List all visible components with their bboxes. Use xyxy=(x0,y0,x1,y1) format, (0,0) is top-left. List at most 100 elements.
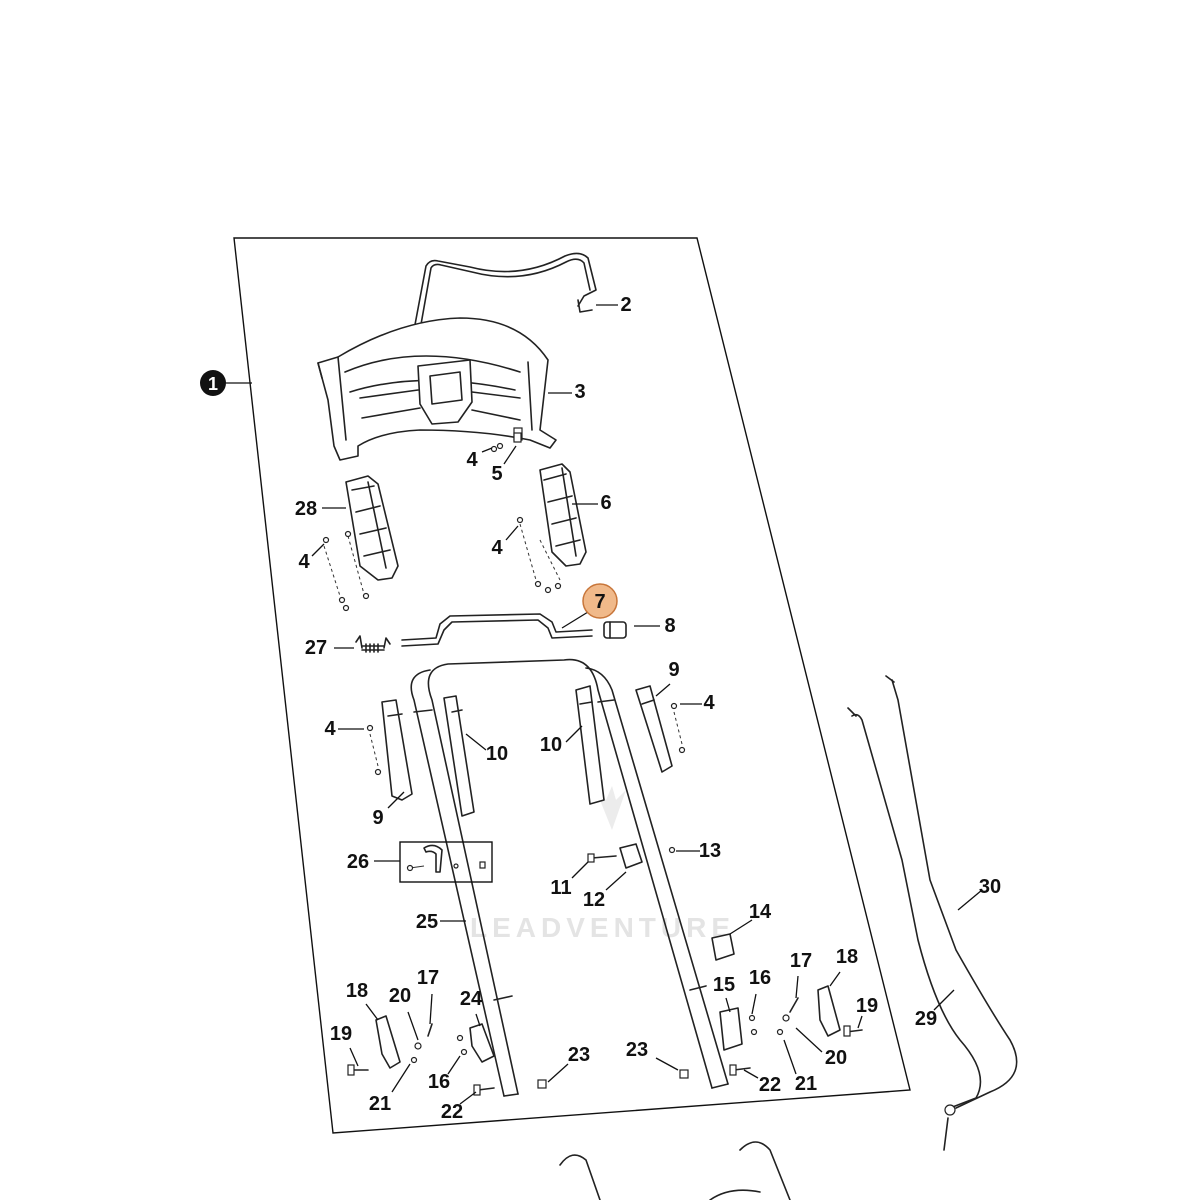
callout-c21a[interactable]: 21 xyxy=(369,1063,411,1115)
left-bracket[interactable] xyxy=(345,475,399,581)
cross-bar[interactable] xyxy=(401,613,593,647)
callout-c7[interactable]: 7 xyxy=(561,583,618,629)
callout-c21b[interactable]: 21 xyxy=(783,1039,817,1095)
callout-label: 11 xyxy=(550,877,571,899)
cables[interactable] xyxy=(847,675,1018,1151)
watermark: LEADVENTURE xyxy=(470,786,735,943)
callout-c29[interactable]: 29 xyxy=(915,989,955,1030)
callout-label: 30 xyxy=(979,876,1001,898)
callout-c13[interactable]: 13 xyxy=(676,840,721,862)
callout-label: 14 xyxy=(749,901,772,923)
right-clamp-pair[interactable] xyxy=(575,685,673,805)
lower-handle[interactable] xyxy=(410,658,729,1097)
bolt-block[interactable] xyxy=(587,843,676,869)
callout-c9a[interactable]: 9 xyxy=(655,659,680,697)
assembly-badge[interactable]: 1 xyxy=(200,370,252,396)
callout-c12[interactable]: 12 xyxy=(583,871,627,911)
callout-label: 17 xyxy=(790,950,812,972)
callout-leader xyxy=(407,1011,419,1041)
detail-box[interactable] xyxy=(399,841,493,883)
callout-c19b[interactable]: 19 xyxy=(856,995,878,1029)
callout-label: 27 xyxy=(305,637,327,659)
control-bail[interactable] xyxy=(413,252,597,331)
deck-partial xyxy=(559,1141,791,1200)
callout-c4a[interactable]: 4 xyxy=(466,447,493,471)
callout-c4e[interactable]: 4 xyxy=(324,718,364,740)
callout-label: 18 xyxy=(346,980,368,1002)
callout-c19a[interactable]: 19 xyxy=(330,1023,359,1067)
callout-c18a[interactable]: 18 xyxy=(346,980,379,1021)
spring[interactable] xyxy=(355,635,391,653)
callout-label: 6 xyxy=(600,492,611,514)
callout-c23b[interactable]: 23 xyxy=(626,1039,679,1071)
callout-c30[interactable]: 30 xyxy=(957,876,1001,911)
callout-c26[interactable]: 26 xyxy=(347,851,400,873)
callout-c14[interactable]: 14 xyxy=(729,901,772,935)
callout-label: 16 xyxy=(749,967,771,989)
assembly-badge-label: 1 xyxy=(208,374,218,394)
left-lower-hardware[interactable] xyxy=(347,1015,547,1096)
callout-leader xyxy=(505,525,519,541)
highlight-ring xyxy=(582,583,618,619)
callout-c4d[interactable]: 4 xyxy=(680,692,715,714)
callout-c17a[interactable]: 17 xyxy=(417,967,439,1025)
callout-leader xyxy=(933,989,955,1011)
callout-c11[interactable]: 11 xyxy=(550,861,589,899)
callout-c23a[interactable]: 23 xyxy=(547,1044,590,1083)
callout-c24[interactable]: 24 xyxy=(460,988,483,1027)
callout-c16a[interactable]: 16 xyxy=(749,967,771,1015)
callout-leader xyxy=(605,871,627,891)
callout-c18b[interactable]: 18 xyxy=(829,946,858,987)
callout-c28[interactable]: 28 xyxy=(295,498,346,520)
callout-leader xyxy=(391,1063,411,1093)
callout-leader xyxy=(729,919,753,935)
callout-label: 16 xyxy=(428,1071,450,1093)
callout-c3[interactable]: 3 xyxy=(548,381,586,403)
callout-leader xyxy=(349,1047,359,1067)
right-bracket[interactable] xyxy=(539,463,587,567)
callout-leader xyxy=(857,1015,863,1029)
callout-c4b[interactable]: 4 xyxy=(298,543,325,573)
callout-c17b[interactable]: 17 xyxy=(790,950,812,999)
callout-c8[interactable]: 8 xyxy=(634,615,676,637)
callout-label: 19 xyxy=(856,995,878,1017)
callout-c10b[interactable]: 10 xyxy=(540,725,583,756)
callout-leader xyxy=(561,611,589,629)
callout-c25[interactable]: 25 xyxy=(416,911,466,933)
callout-leader xyxy=(503,445,517,465)
right-lower-hardware[interactable] xyxy=(679,985,863,1079)
callout-c16b[interactable]: 16 xyxy=(428,1055,461,1093)
callout-label: 5 xyxy=(491,463,502,485)
callout-c6[interactable]: 6 xyxy=(572,492,612,514)
callout-c27[interactable]: 27 xyxy=(305,637,354,659)
callout-leader xyxy=(447,1055,461,1075)
callout-label: 23 xyxy=(568,1044,590,1066)
callout-c10a[interactable]: 10 xyxy=(465,733,508,765)
callout-c15[interactable]: 15 xyxy=(713,974,735,1013)
callout-label: 4 xyxy=(324,718,336,740)
callout-c4c[interactable]: 4 xyxy=(491,525,519,559)
callout-c9b[interactable]: 9 xyxy=(372,791,405,829)
callout-leader xyxy=(481,447,493,453)
watermark-text: LEADVENTURE xyxy=(470,912,735,943)
callout-label: 20 xyxy=(389,985,411,1007)
callout-c20b[interactable]: 20 xyxy=(795,1027,847,1069)
knob[interactable] xyxy=(603,621,627,639)
callout-c22a[interactable]: 22 xyxy=(441,1091,477,1123)
callout-leader xyxy=(655,683,671,697)
callout-c5[interactable]: 5 xyxy=(491,445,517,485)
callout-label: 12 xyxy=(583,889,605,911)
clip[interactable] xyxy=(711,933,735,961)
handle-console[interactable] xyxy=(317,317,557,461)
callout-c2[interactable]: 2 xyxy=(596,294,632,316)
callout-label: 22 xyxy=(759,1074,781,1096)
callout-label: 2 xyxy=(620,294,631,316)
callout-c20a[interactable]: 20 xyxy=(389,985,419,1041)
callout-c22b[interactable]: 22 xyxy=(743,1069,781,1096)
callout-leader xyxy=(795,975,799,999)
callout-label: 3 xyxy=(574,381,585,403)
callout-label: 15 xyxy=(713,974,735,996)
callout-leader xyxy=(465,733,487,751)
left-clamp-pair[interactable] xyxy=(381,695,475,817)
